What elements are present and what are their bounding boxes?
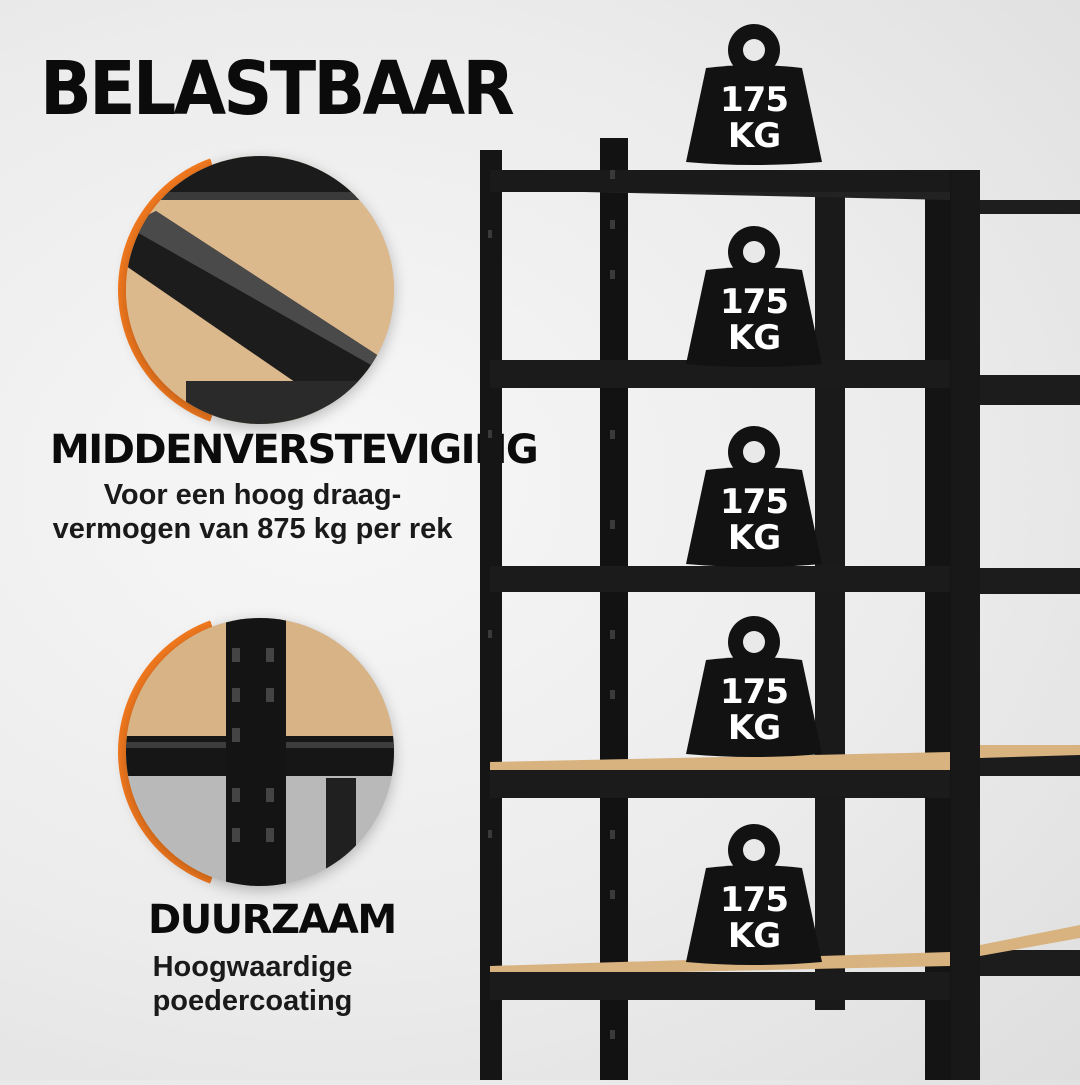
shelf-levels — [490, 170, 950, 1000]
coating-photo — [126, 618, 394, 886]
weight-unit: KG — [727, 116, 781, 156]
feature-text-reinforcement: Voor een hoog draag- vermogen van 875 kg… — [40, 478, 465, 546]
weight-value: 175 — [720, 482, 789, 522]
weight-value: 175 — [720, 80, 789, 120]
weight-unit: KG — [727, 318, 781, 358]
weight-unit: KG — [727, 916, 781, 956]
feature-title-reinforcement: MIDDENVERSTEVIGING — [50, 427, 539, 473]
feature-line: Hoogwaardige — [152, 951, 353, 983]
weight-value: 175 — [720, 672, 789, 712]
coating-detail-image — [118, 612, 398, 892]
feature-title-durable: DUURZAAM — [148, 897, 397, 943]
feature-text-durable: Hoogwaardige poedercoating — [100, 950, 405, 1018]
weight-unit: KG — [727, 708, 781, 748]
feature-line: poedercoating — [152, 985, 353, 1018]
shelving-rack — [470, 130, 1080, 1080]
weight-unit: KG — [727, 518, 781, 558]
weight-value: 175 — [720, 880, 789, 920]
weight-value: 175 — [720, 282, 789, 322]
reinforcement-photo — [126, 156, 394, 424]
feature-line: vermogen van 875 kg per rek — [52, 513, 453, 546]
headline: BELASTBAAR — [40, 46, 515, 132]
reinforcement-detail-image — [118, 150, 398, 430]
feature-line: Voor een hoog draag- — [103, 479, 402, 511]
